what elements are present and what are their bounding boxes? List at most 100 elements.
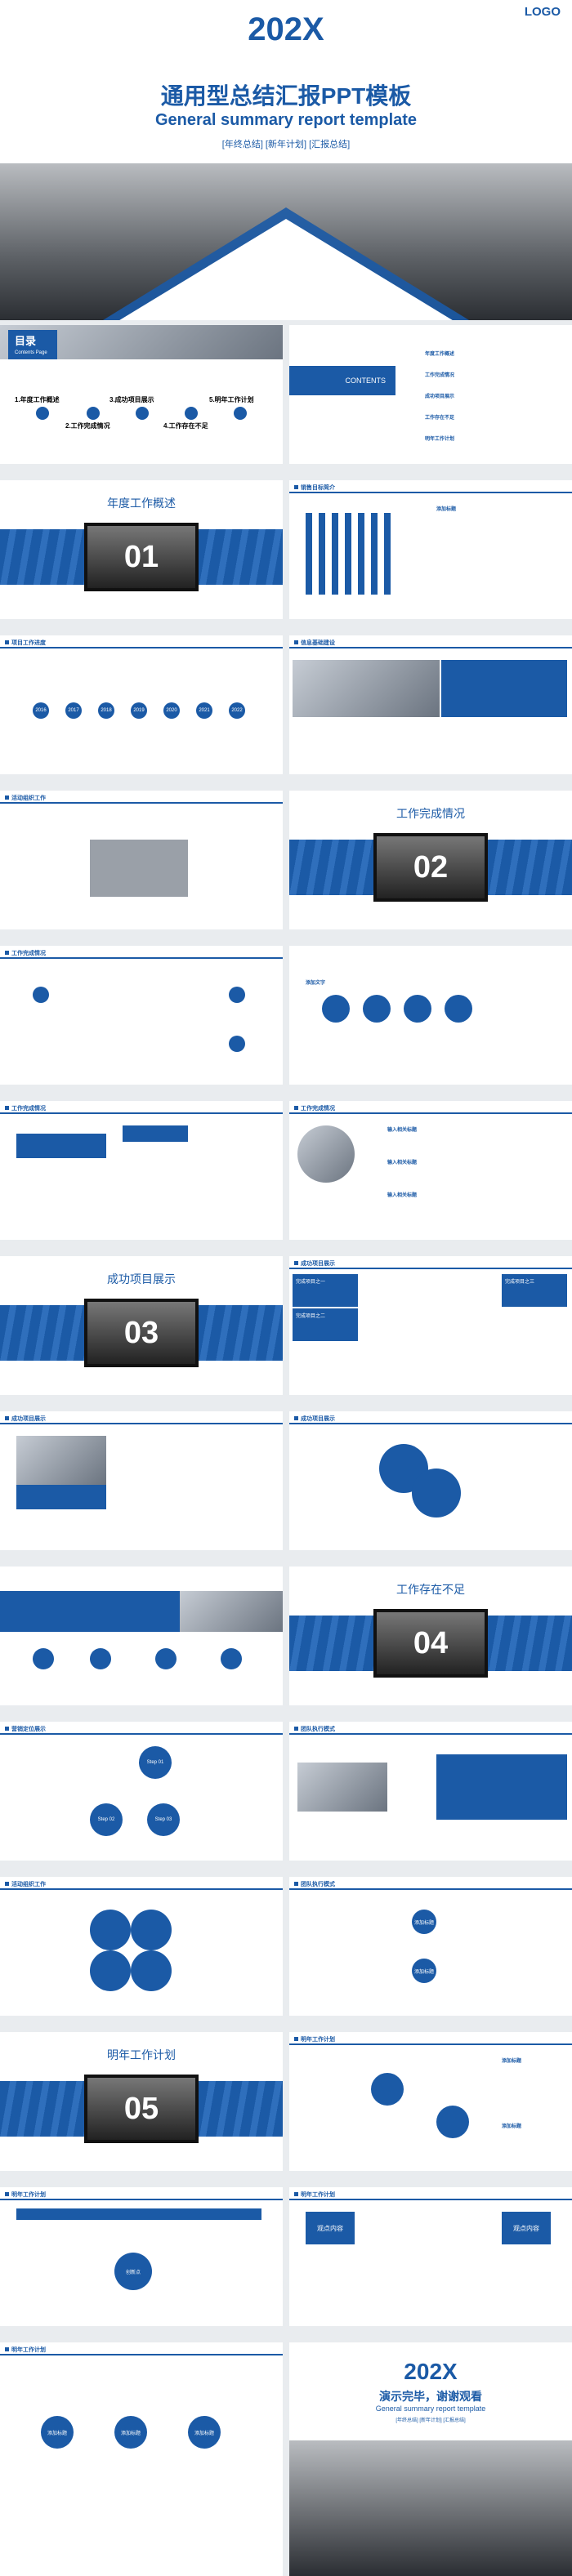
project-1: 完成项目之一 bbox=[293, 1274, 358, 1307]
bulb-icon bbox=[436, 2106, 469, 2138]
infra-slide: 信息基础建设 bbox=[289, 635, 572, 774]
plan-point-2: 添加标题 bbox=[502, 2124, 522, 2129]
year-circle: 2020 bbox=[163, 702, 180, 719]
toc-header: 目录 Contents Page bbox=[8, 330, 57, 359]
section-title-3: 成功项目展示 bbox=[107, 1272, 176, 1286]
section-title-4: 工作存在不足 bbox=[396, 1583, 465, 1596]
circle bbox=[363, 995, 391, 1023]
input-title-1: 输入相关标题 bbox=[387, 1128, 418, 1133]
plan-slide: 明年工作计划 添加标题 添加标题 bbox=[289, 2032, 572, 2171]
circle bbox=[412, 1468, 461, 1518]
section-title-1: 年度工作概述 bbox=[107, 497, 176, 510]
slide-header: 明年工作计划 bbox=[289, 2032, 572, 2045]
year-circle: 2018 bbox=[98, 702, 114, 719]
section-number-1: 01 bbox=[84, 523, 199, 591]
step-2: Step 02 bbox=[90, 1803, 123, 1836]
plan-circle: 添加标题 bbox=[188, 2416, 221, 2449]
chart-bar bbox=[384, 513, 391, 595]
toc-item-2: 2.工作完成情况 bbox=[65, 422, 110, 430]
ending-tags: [年终总结] [新年计划] [汇报总结] bbox=[395, 2418, 466, 2423]
toc-icon-3 bbox=[136, 407, 149, 420]
icon-circle bbox=[155, 1648, 177, 1669]
market-slide: 营销定位展示 Step 01 Step 02 Step 03 bbox=[0, 1722, 283, 1861]
completion-2-slide: 工作完成情况 bbox=[0, 1101, 283, 1240]
project-3: 完成项目之三 bbox=[502, 1274, 567, 1307]
add-title: 添加标题 bbox=[436, 507, 457, 512]
toc-item-4: 4.工作存在不足 bbox=[163, 422, 208, 430]
contents-slide: CONTENTS 年度工作概述 工作完成情况 成功项目展示 工作存在不足 明年工… bbox=[289, 325, 572, 464]
section-5-slide: 明年工作计划 05 bbox=[0, 2032, 283, 2171]
slide-header: 活动组织工作 bbox=[0, 1877, 283, 1890]
step-3: Step 03 bbox=[147, 1803, 180, 1836]
progress-slide: 项目工作进度 2016 2017 2018 2019 2020 2021 202… bbox=[0, 635, 283, 774]
slide-header: 工作完成情况 bbox=[0, 946, 283, 959]
ending-thanks: 演示完毕，谢谢观看 bbox=[379, 2390, 482, 2403]
chart-bar bbox=[306, 513, 312, 595]
slide-header: 明年工作计划 bbox=[0, 2342, 283, 2355]
section-title-5: 明年工作计划 bbox=[107, 2048, 176, 2061]
slide-header: 工作完成情况 bbox=[289, 1101, 572, 1114]
view-box-1: 观点内容 bbox=[306, 2212, 355, 2244]
completion-slide: 工作完成情况 bbox=[0, 946, 283, 1085]
slide-header: 团队执行模式 bbox=[289, 1722, 572, 1735]
slide-header: 成功项目展示 bbox=[289, 1256, 572, 1269]
slide-header: 营销定位展示 bbox=[0, 1722, 283, 1735]
year-circle: 2017 bbox=[65, 702, 82, 719]
year-circle: 2019 bbox=[131, 702, 147, 719]
contents-item-3: 成功项目展示 bbox=[425, 394, 455, 399]
people-icons bbox=[90, 840, 188, 897]
slide-header: 活动组织工作 bbox=[0, 791, 283, 804]
chart-bar bbox=[332, 513, 338, 595]
plan-3-slide: 明年工作计划 观点内容 观点内容 bbox=[289, 2187, 572, 2326]
handshake-photo bbox=[297, 1763, 387, 1812]
view-box-2: 观点内容 bbox=[502, 2212, 551, 2244]
blue-text-panel bbox=[441, 660, 567, 717]
toc-icon-4 bbox=[185, 407, 198, 420]
circle bbox=[322, 995, 350, 1023]
sales-slide: 销售目标简介 添加标题 bbox=[289, 480, 572, 619]
add-text: 添加文字 bbox=[306, 981, 326, 986]
slide-header: 工作完成情况 bbox=[0, 1101, 283, 1114]
blue-banner bbox=[0, 1591, 180, 1632]
cover-year: 202X bbox=[248, 11, 324, 47]
section-4-slide: 工作存在不足 04 bbox=[289, 1567, 572, 1705]
toc-icon-5 bbox=[234, 407, 247, 420]
flag-circle: 添加标题 bbox=[412, 1910, 436, 1934]
org-slide: 活动组织工作 bbox=[0, 791, 283, 929]
white-triangle bbox=[98, 219, 474, 320]
toc-title: 目录 bbox=[15, 335, 37, 347]
flag-circle: 添加标题 bbox=[412, 1959, 436, 1983]
chart-photo bbox=[180, 1591, 283, 1632]
chart-bar bbox=[319, 513, 325, 595]
team-2-slide: 团队执行模式 添加标题 添加标题 bbox=[289, 1877, 572, 2016]
layers-icon bbox=[229, 987, 245, 1003]
slide-header: 成功项目展示 bbox=[0, 1411, 283, 1424]
toc-icon-1 bbox=[36, 407, 49, 420]
year-circle: 2022 bbox=[229, 702, 245, 719]
ending-year: 202X bbox=[404, 2359, 458, 2384]
icon-circle bbox=[90, 1648, 111, 1669]
city-photo bbox=[293, 660, 440, 717]
team-slide: 团队执行模式 bbox=[289, 1722, 572, 1861]
plan-2-slide: 明年工作计划 创新点 bbox=[0, 2187, 283, 2326]
petal bbox=[131, 1950, 172, 1991]
circle bbox=[404, 995, 431, 1023]
project-2: 完成项目之二 bbox=[293, 1308, 358, 1341]
petal bbox=[90, 1910, 131, 1950]
plan-circle: 添加标题 bbox=[114, 2416, 147, 2449]
slide-header: 信息基础建设 bbox=[289, 635, 572, 648]
section-2-slide: 工作完成情况 02 bbox=[289, 791, 572, 929]
section-3-slide: 成功项目展示 03 bbox=[0, 1256, 283, 1395]
section-title-2: 工作完成情况 bbox=[396, 807, 465, 820]
ending-slide: 202X 演示完毕，谢谢观看 General summary report te… bbox=[289, 2342, 572, 2576]
toc-icon-2 bbox=[87, 407, 100, 420]
input-title-3: 输入相关标题 bbox=[387, 1193, 418, 1198]
cover-tags: [年终总结] [新年计划] [汇报总结] bbox=[221, 140, 351, 149]
slide-header: 项目工作进度 bbox=[0, 635, 283, 648]
org-2-slide: 活动组织工作 bbox=[0, 1877, 283, 2016]
blue-panel bbox=[436, 1754, 567, 1820]
year-circle: 2016 bbox=[33, 702, 49, 719]
question-icon bbox=[229, 1036, 245, 1052]
slide-header: 明年工作计划 bbox=[0, 2187, 283, 2200]
